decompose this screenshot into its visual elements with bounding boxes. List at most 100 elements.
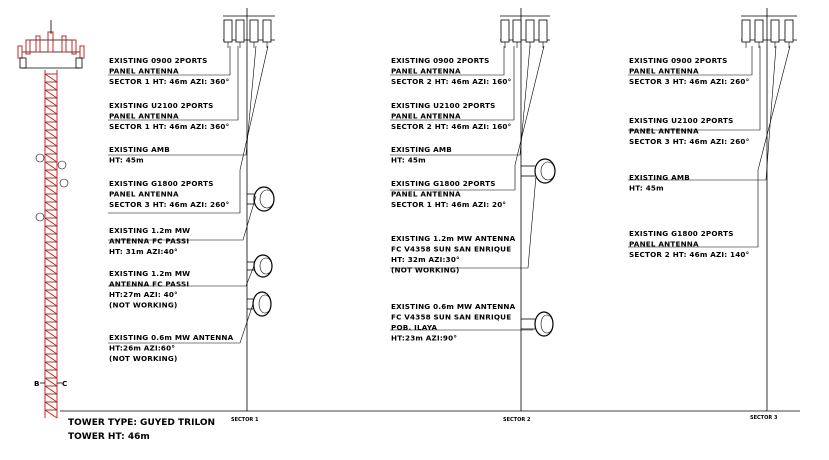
tower-lattice-brace xyxy=(44,401,58,411)
tower-lattice-brace xyxy=(44,145,58,155)
antenna-annotation-line: EXISTING 0900 2PORTS xyxy=(629,56,727,65)
guyed-tower-elevation: B C xyxy=(17,20,85,419)
panel-antenna-icon xyxy=(770,19,780,43)
tower-lattice-brace xyxy=(44,73,58,83)
antenna-annotation-line: HT:26m AZI:60° xyxy=(109,344,175,353)
antenna-annotation-line: EXISTING G1800 2PORTS xyxy=(109,179,214,188)
tower-lattice-brace xyxy=(44,289,58,299)
sector-1-elevation: SECTOR 1 EXISTING 0900 2PORTS PANEL ANTEN… xyxy=(108,8,275,423)
panel-antenna-icon xyxy=(754,19,764,43)
tower-dish-icon xyxy=(35,212,45,222)
antenna-annotation-line: HT:23m AZI:90° xyxy=(391,334,457,343)
antenna-annotation-line: HT: 45m xyxy=(629,184,664,193)
antenna-annotation-line: (NOT WORKING) xyxy=(109,354,177,363)
antenna-annotation-line: SECTOR 2 HT: 46m AZI: 140° xyxy=(629,250,749,259)
antenna-annotation-line: EXISTING U2100 2PORTS xyxy=(391,101,496,110)
tower-lattice-brace xyxy=(44,369,58,379)
antenna-annotation-line: SECTOR 2 HT: 46m AZI: 160° xyxy=(391,77,511,86)
tower-lattice-brace xyxy=(44,241,58,251)
tower-lattice-brace xyxy=(44,313,58,323)
tower-lattice-brace xyxy=(44,177,58,187)
tower-height-label: TOWER HT: 46m xyxy=(68,432,150,442)
antenna-annotation-line: SECTOR 3 HT: 46m AZI: 260° xyxy=(629,77,749,86)
antenna-annotation-line: PANEL ANTENNA xyxy=(391,67,461,76)
tower-top-antenna-cluster xyxy=(17,20,85,69)
antenna-annotation-line: EXISTING 0.6m MW ANTENNA xyxy=(391,302,516,311)
panel-antenna-icon xyxy=(784,19,794,43)
tower-dish-icon xyxy=(59,178,69,188)
tower-lattice-brace xyxy=(44,217,58,227)
tower-lattice-brace xyxy=(44,249,58,259)
tower-lattice-brace xyxy=(44,97,58,107)
tower-dish-icon xyxy=(57,160,67,170)
tower-lattice-brace xyxy=(44,353,58,363)
tower-dish-icon xyxy=(35,153,45,163)
tower-lattice-brace xyxy=(44,121,58,131)
tower-lattice-brace xyxy=(44,257,58,267)
tower-lattice-brace xyxy=(44,393,58,403)
tower-lattice-brace xyxy=(44,209,58,219)
tower-lattice-brace xyxy=(44,129,58,139)
mw-dish-icon xyxy=(521,311,554,337)
antenna-annotation-line: (NOT WORKING) xyxy=(391,266,459,275)
antenna-annotation-line: FC V4358 SUN SAN ENRIQUE xyxy=(391,245,511,254)
mw-dish-icon xyxy=(247,291,272,317)
antenna-annotation-line: (NOT WORKING) xyxy=(109,301,177,310)
antenna-annotation-line: PANEL ANTENNA xyxy=(629,240,699,249)
antenna-annotation-line: SECTOR 3 HT: 46m AZI: 260° xyxy=(109,200,229,209)
mw-dish-icon xyxy=(521,158,556,184)
antenna-annotation-line: EXISTING AMB xyxy=(109,145,170,154)
sector-1-label: SECTOR 1 xyxy=(231,417,259,423)
tower-lattice-brace xyxy=(44,185,58,195)
antenna-annotation-line: HT: 31m AZI:40° xyxy=(109,247,178,256)
tower-lattice-brace xyxy=(44,281,58,291)
panel-antenna-icon xyxy=(500,19,510,43)
antenna-annotation-line: ANTENNA FC PASSI xyxy=(109,280,189,289)
tower-lattice-brace xyxy=(44,153,58,163)
antenna-annotation-line: EXISTING 1.2m MW xyxy=(109,269,190,278)
tower-lattice-brace xyxy=(44,201,58,211)
antenna-annotation-line: HT: 45m xyxy=(391,156,426,165)
antenna-annotation-line: PANEL ANTENNA xyxy=(109,67,179,76)
tower-lattice-brace xyxy=(44,305,58,315)
tower-lattice-brace xyxy=(44,329,58,339)
tower-lattice-brace xyxy=(44,193,58,203)
tower-lattice-brace xyxy=(44,89,58,99)
antenna-annotation-line: EXISTING 1.2m MW ANTENNA xyxy=(391,234,516,243)
tower-lattice-brace xyxy=(44,377,58,387)
tower-lattice-brace xyxy=(44,361,58,371)
antenna-annotation-line: POB. ILAYA xyxy=(391,323,438,332)
antenna-annotation-line: SECTOR 3 HT: 46m AZI: 260° xyxy=(629,137,749,146)
antenna-annotation-line: EXISTING U2100 2PORTS xyxy=(629,116,734,125)
tower-lattice-brace xyxy=(44,385,58,395)
antenna-annotation-line: SECTOR 2 HT: 46m AZI: 160° xyxy=(391,122,511,131)
sector-3-elevation: SECTOR 3 EXISTING 0900 2PORTS PANEL ANTEN… xyxy=(628,8,797,421)
tower-lattice-brace xyxy=(44,265,58,275)
tower-lattice-brace xyxy=(44,137,58,147)
panel-antenna-icon xyxy=(262,19,272,43)
antenna-annotation-line: PANEL ANTENNA xyxy=(391,112,461,121)
antenna-annotation-line: EXISTING 0900 2PORTS xyxy=(109,56,207,65)
antenna-annotation-line: FC V4358 SUN SAN ENRIQUE xyxy=(391,313,511,322)
tower-lattice-brace xyxy=(44,105,58,115)
antenna-annotation-line: PANEL ANTENNA xyxy=(109,112,179,121)
antenna-annotation-line: PANEL ANTENNA xyxy=(629,127,699,136)
tower-lattice-brace xyxy=(44,225,58,235)
antenna-annotation-line: EXISTING 0.6m MW ANTENNA xyxy=(109,333,234,342)
antenna-annotation-line: EXISTING G1800 2PORTS xyxy=(391,179,496,188)
antenna-annotation-line: HT:27m AZI: 40° xyxy=(109,290,178,299)
sector-3-label: SECTOR 3 xyxy=(750,415,778,421)
tower-lattice-brace xyxy=(44,233,58,243)
panel-antenna-icon xyxy=(741,19,751,43)
antenna-annotation-line: EXISTING AMB xyxy=(391,145,452,154)
tower-lattice-brace xyxy=(44,169,58,179)
antenna-annotation-line: SECTOR 1 HT: 46m AZI: 20° xyxy=(391,200,506,209)
panel-antenna-icon xyxy=(525,19,535,43)
antenna-annotation-line: ANTENNA FC PASSI xyxy=(109,237,189,246)
antenna-annotation-line: EXISTING G1800 2PORTS xyxy=(629,229,734,238)
tower-type-label: TOWER TYPE: GUYED TRILON xyxy=(68,418,215,428)
antenna-annotation-line: EXISTING 1.2m MW xyxy=(109,226,190,235)
tower-lattice-brace xyxy=(44,337,58,347)
